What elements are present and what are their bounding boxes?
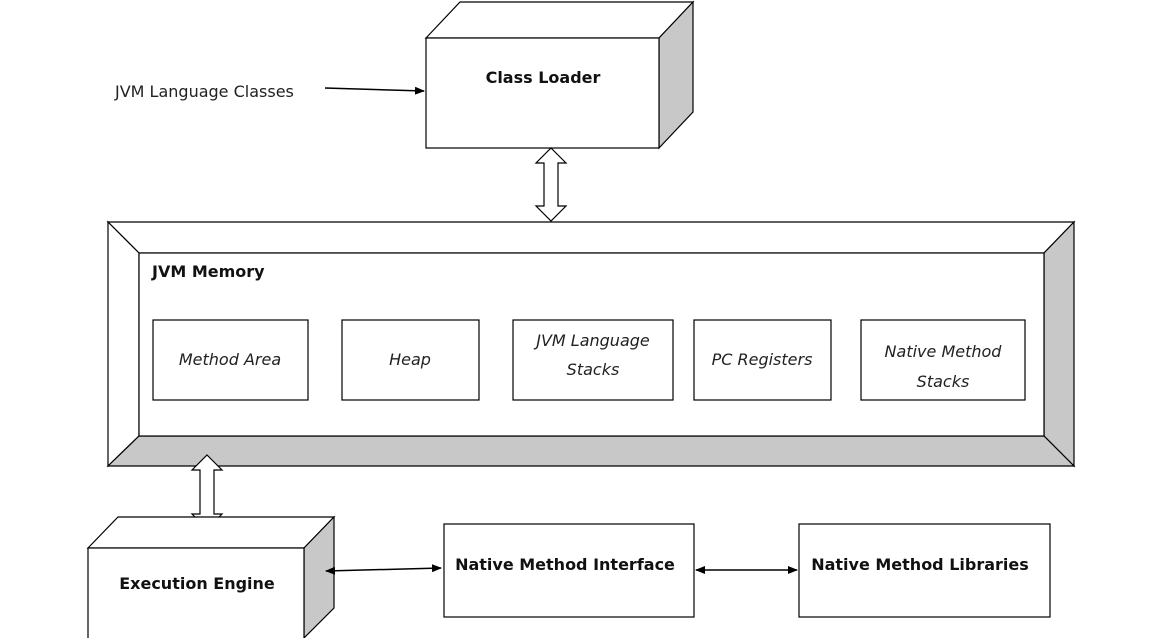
native-method-interface-label: Native Method Interface (455, 555, 675, 574)
native-method-libraries-box: Native Method Libraries (798, 523, 1051, 618)
execution-engine-label: Execution Engine (119, 574, 275, 593)
memory-area-label-line2: Stacks (567, 360, 620, 379)
classloader-memory-double-arrow (534, 147, 568, 222)
memory-area-method-area: Method Area (152, 319, 309, 401)
engine-interface-arrow (325, 564, 442, 575)
memory-area-native-method-stacks: Native Method Stacks (860, 319, 1026, 401)
class-loader-label: Class Loader (486, 68, 601, 87)
memory-area-label: Native Method (885, 342, 1003, 361)
class-loader-box: Class Loader (424, 0, 695, 150)
memory-area-label: PC Registers (712, 350, 813, 369)
memory-area-label: JVM Language (533, 331, 650, 350)
memory-area-pc-registers: PC Registers (693, 319, 832, 401)
native-method-libraries-label: Native Method Libraries (811, 555, 1029, 574)
memory-area-heap: Heap (341, 319, 480, 401)
execution-engine-box: Execution Engine (86, 515, 336, 638)
memory-area-label: Heap (389, 350, 431, 369)
input-arrow (324, 86, 425, 95)
memory-area-label-line2: Stacks (917, 372, 970, 391)
memory-area-label: Method Area (179, 350, 281, 369)
jvm-memory-title: JVM Memory (151, 262, 265, 281)
memory-area-jvm-language-stacks: JVM Language Stacks (512, 319, 674, 401)
native-method-interface-box: Native Method Interface (443, 523, 695, 618)
input-label: JVM Language Classes (114, 82, 294, 101)
